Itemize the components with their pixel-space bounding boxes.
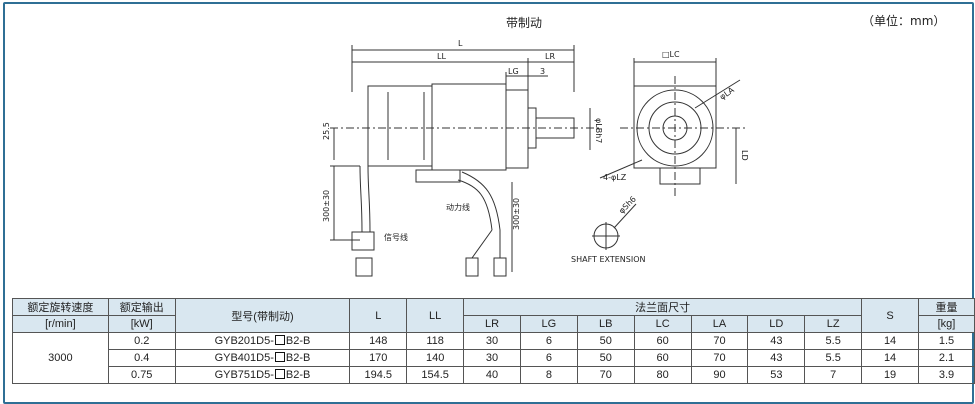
table-row: 0.75 GYB751D5- B2-B 194.5 154.5 40 8 70 8… [13,366,975,384]
cell-S: 14 [861,332,919,350]
dim-label-25-5: 25.5 [322,122,331,140]
dim-label-3: 3 [540,67,545,76]
dim-label-LZ: 4-φLZ [603,173,627,182]
cell-LL: 140 [406,349,465,367]
cell-LG: 6 [519,332,578,350]
header-LD: LD [747,315,806,333]
header-weight: 重量 [918,298,975,316]
header-LB: LB [576,315,635,333]
cell-L: 194.5 [349,366,408,384]
placeholder-box-icon [274,352,285,362]
dim-label-L: L [458,39,463,48]
cell-LC: 60 [633,349,692,367]
cell-LL: 154.5 [406,366,465,384]
cell-weight: 2.1 [918,349,975,367]
cell-model: GYB201D5- B2-B [174,332,351,350]
cell-S: 14 [861,349,919,367]
model-suffix: B2-B [285,352,311,364]
header-rated-output-unit: [kW] [107,315,176,333]
header-LL: LL [406,298,465,333]
cell-L: 170 [349,349,408,367]
cell-weight: 3.9 [918,366,975,384]
page-title: 带制动 [506,16,543,30]
header-weight-unit: [kg] [918,315,975,333]
dim-label-LB: φLBh7 [594,118,603,143]
motor-flange [505,89,529,169]
cell-LL: 118 [406,332,465,350]
dimension-drawing: L LL LR LG 3 □LC φLA φLBh7 LD 4-φLZ φSh6… [322,39,749,277]
cell-LB: 70 [576,366,635,384]
cell-LZ: 5.5 [804,332,863,350]
header-LR: LR [463,315,521,333]
cell-output: 0.2 [107,332,176,350]
cell-LR: 30 [463,349,521,367]
cell-LR: 30 [463,332,521,350]
cell-speed: 3000 [12,332,109,384]
dim-label-LR: LR [545,52,555,61]
header-LC: LC [633,315,692,333]
model-suffix: B2-B [285,369,311,381]
cell-LA: 90 [690,366,749,384]
cell-LG: 8 [519,366,578,384]
cell-LR: 40 [463,366,521,384]
cell-LD: 53 [747,366,806,384]
model-prefix: GYB751D5- [214,369,274,381]
dim-label-300-left: 300±30 [322,190,331,222]
header-LZ: LZ [804,315,863,333]
cell-model: GYB401D5- B2-B [174,349,351,367]
cell-weight: 1.5 [918,332,975,350]
dim-label-LD: LD [740,150,749,161]
cell-model: GYB751D5- B2-B [174,366,351,384]
cell-LG: 6 [519,349,578,367]
cell-output: 0.75 [107,366,176,384]
cell-LZ: 7 [804,366,863,384]
header-L: L [349,298,408,333]
model-prefix: GYB201D5- [214,335,274,347]
cell-LB: 50 [576,332,635,350]
spec-table: 额定旋转速度 额定输出 型号(带制动) L LL 法兰面尺寸 S 重量 [r/m… [12,298,975,384]
header-S: S [861,298,919,333]
dim-label-LA: φLA [718,85,736,102]
cell-LA: 70 [690,349,749,367]
cell-LD: 43 [747,332,806,350]
table-row: 0.4 GYB401D5-B2-B 170 140 30 6 50 60 70 … [13,349,975,367]
header-flange: 法兰面尺寸 [463,298,863,316]
header-rated-output: 额定输出 [107,298,176,316]
model-prefix: GYB401D5- [214,352,274,364]
signal-line-label: 信号线 [384,232,408,242]
dim-label-300-right: 300±30 [512,198,521,230]
cell-LC: 80 [633,366,692,384]
header-rated-speed-unit: [r/min] [12,315,109,333]
model-suffix: B2-B [285,335,311,347]
connector-box [415,169,461,183]
table-row: 3000 0.2 GYB201D5-B2-B 148 118 30 6 50 6… [12,332,975,384]
cell-LD: 43 [747,349,806,367]
cell-LA: 70 [690,332,749,350]
dim-label-LC: □LC [662,50,680,59]
cell-LZ: 5.5 [804,349,863,367]
header-LG: LG [519,315,578,333]
placeholder-box-icon [274,335,285,345]
brake-section [367,85,433,167]
cell-output: 0.4 [107,349,176,367]
motor-body [431,83,507,171]
cell-L: 148 [349,332,408,350]
header-model: 型号(带制动) [174,298,351,333]
dim-label-LL: LL [437,52,446,61]
placeholder-box-icon [274,369,285,379]
header-rated-speed: 额定旋转速度 [12,298,109,316]
power-line-label: 动力线 [446,202,470,212]
cell-LB: 50 [576,349,635,367]
unit-note: （单位：mm） [862,14,946,28]
header-LA: LA [690,315,749,333]
dim-label-LG: LG [508,67,519,76]
shaft-extension-label: SHAFT EXTENSION [571,255,646,264]
cell-LC: 60 [633,332,692,350]
cell-S: 19 [861,366,919,384]
